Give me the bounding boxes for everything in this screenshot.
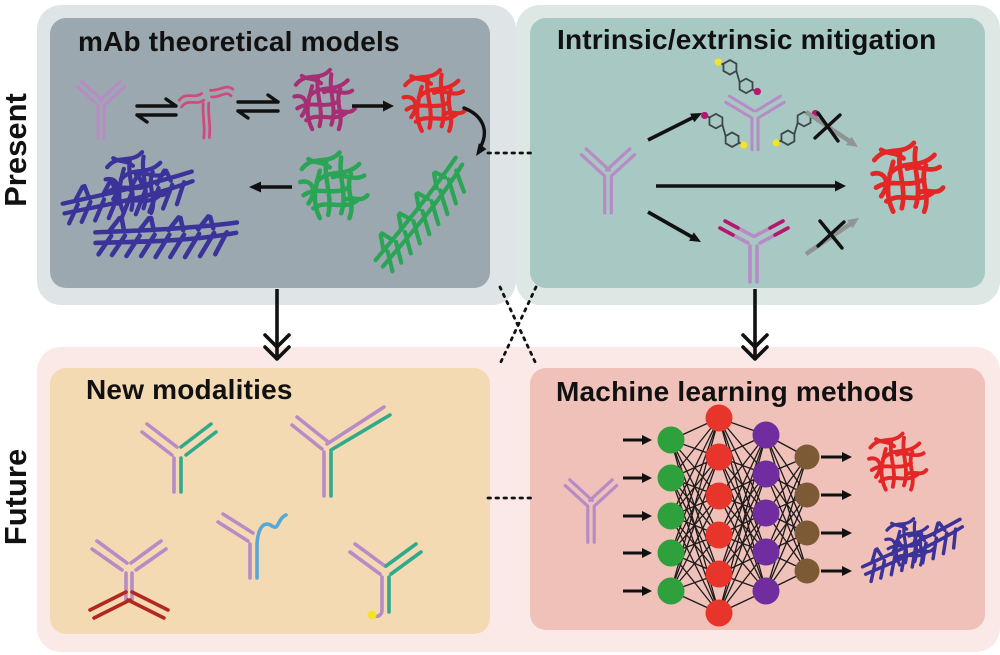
neural-network-icon bbox=[623, 404, 852, 627]
equilibrium-arrow-icon bbox=[135, 97, 178, 124]
curved-arrow-icon bbox=[462, 106, 487, 156]
blue-fibril-mass-icon bbox=[61, 152, 239, 289]
panel-title-ml-methods: Machine learning methods bbox=[556, 376, 914, 407]
panel-title-mitigation: Intrinsic/extrinsic mitigation bbox=[557, 24, 937, 55]
arrow-left-icon bbox=[249, 181, 292, 193]
down-arrow-models-to-modalities-icon bbox=[263, 289, 291, 361]
panel-connectors bbox=[263, 151, 769, 500]
equilibrium-arrow-icon bbox=[236, 93, 280, 120]
row-label-present: Present bbox=[0, 93, 33, 207]
native-mab-icon bbox=[563, 478, 619, 544]
arrow-right-icon bbox=[352, 100, 394, 112]
mab-models-art bbox=[61, 70, 491, 289]
arrow-right-icon bbox=[656, 180, 846, 192]
arrow-up-right-icon bbox=[647, 113, 702, 142]
dotted-cross-link-icon bbox=[497, 285, 539, 368]
excipient-molecule-icon bbox=[713, 57, 762, 97]
native-mab-icon bbox=[75, 79, 127, 141]
excipient-molecule-icon bbox=[700, 110, 749, 150]
conjugate-bispecific-icon bbox=[348, 542, 423, 620]
tetravalent-dvd-icon bbox=[88, 539, 170, 620]
arrow-down-right-icon bbox=[647, 210, 701, 242]
panel-title-new-modalities: New modalities bbox=[86, 374, 293, 405]
oligomer-aggregate-icon bbox=[294, 70, 355, 129]
red-aggregate-icon bbox=[404, 70, 466, 131]
extended-arm-bispecific-icon bbox=[290, 405, 392, 498]
row-label-future: Future bbox=[0, 448, 33, 546]
panel-new-modalities bbox=[50, 368, 490, 634]
new-modalities-art bbox=[88, 405, 423, 620]
native-mab-icon bbox=[579, 147, 637, 215]
excipient-stabilized-mab-icon bbox=[700, 57, 820, 152]
mitigation-art bbox=[579, 57, 944, 284]
red-aggregate-icon bbox=[869, 434, 926, 490]
green-fibril-icon bbox=[352, 157, 491, 276]
blocked-path-icon bbox=[804, 218, 859, 256]
red-aggregate-icon bbox=[873, 143, 944, 212]
green-aggregate-icon bbox=[300, 153, 367, 219]
blue-fibril-mass-icon bbox=[856, 516, 969, 584]
unfolded-mab-icon bbox=[177, 85, 235, 140]
down-arrow-mitigation-to-ml-icon bbox=[741, 289, 769, 361]
ml-methods-art bbox=[563, 404, 969, 627]
payload-dot-icon bbox=[367, 610, 377, 620]
bispecific-mab-icon bbox=[140, 422, 218, 494]
fragment-fusion-icon bbox=[216, 512, 288, 580]
engineered-mab-icon bbox=[718, 219, 790, 284]
panel-mitigation bbox=[530, 18, 985, 288]
panel-title-mab-models: mAb theoretical models bbox=[78, 26, 400, 57]
blocked-path-icon bbox=[804, 110, 858, 147]
